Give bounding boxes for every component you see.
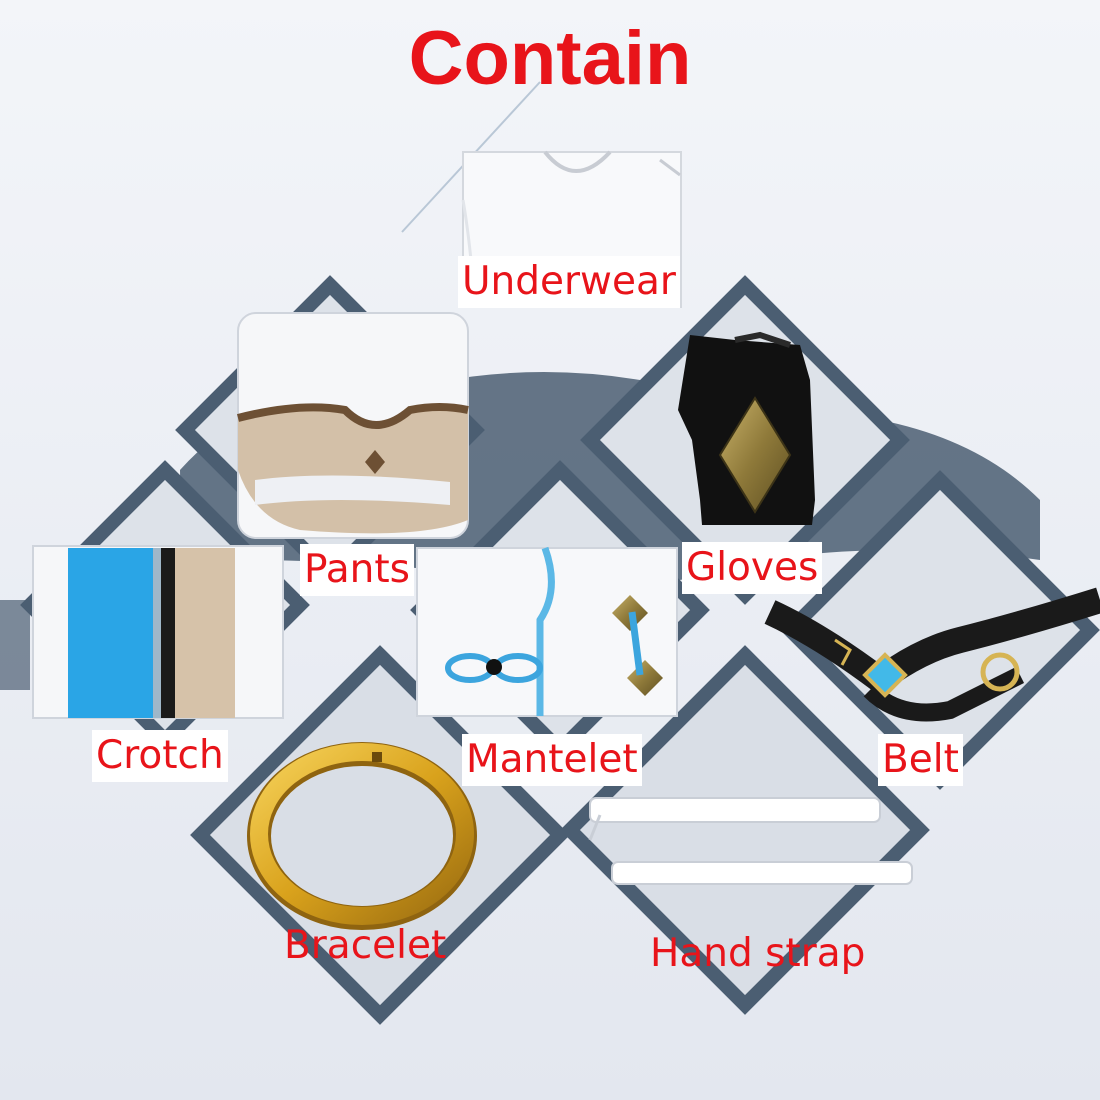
page-title: Contain xyxy=(408,16,692,101)
label-pants: Pants xyxy=(300,544,414,596)
label-underwear: Underwear xyxy=(458,256,680,308)
gloves-item xyxy=(678,331,815,525)
label-belt: Belt xyxy=(878,734,963,786)
belt-item xyxy=(764,587,1100,722)
label-gloves: Gloves xyxy=(682,542,823,594)
crotch-item xyxy=(32,545,284,719)
label-bracelet: Bracelet xyxy=(284,923,447,968)
bracelet-item xyxy=(247,742,477,930)
mantelet-item xyxy=(416,546,678,717)
label-hand-strap: Hand strap xyxy=(650,931,866,976)
pants-item xyxy=(237,312,469,539)
label-crotch: Crotch xyxy=(92,730,228,782)
hand-strap-item xyxy=(588,797,913,885)
label-mantelet: Mantelet xyxy=(462,734,642,786)
